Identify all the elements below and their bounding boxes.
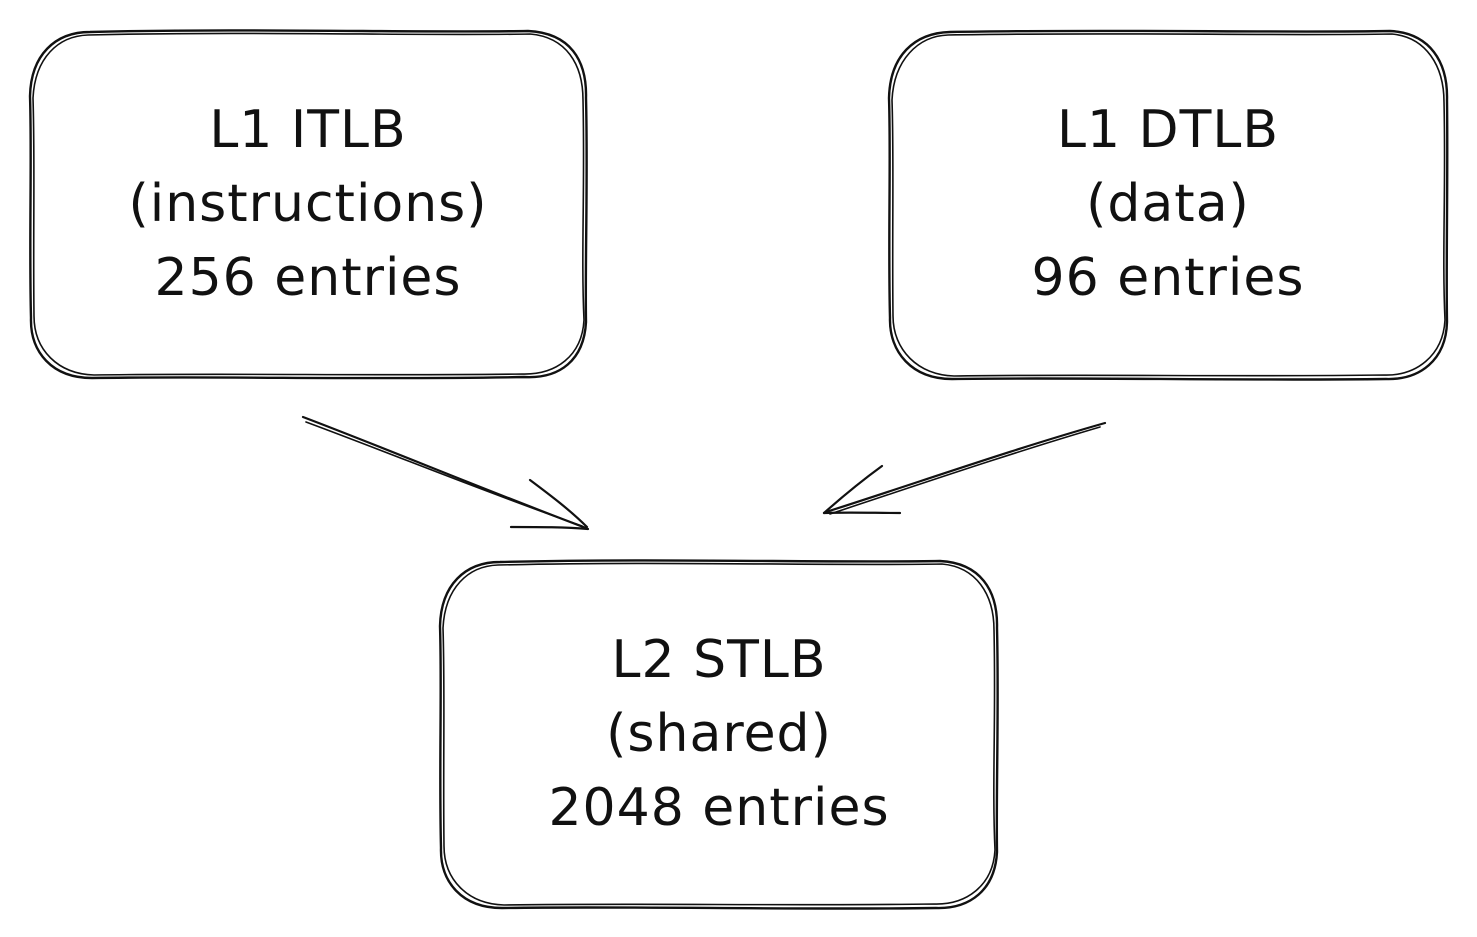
- l1-itlb-node: L1 ITLB (instructions) 256 entries: [30, 30, 586, 378]
- l2-stlb-entries: 2048 entries: [548, 778, 890, 838]
- arrow-dtlb-to-stlb: [822, 421, 1107, 515]
- l1-itlb-title: L1 ITLB: [209, 100, 407, 160]
- l1-itlb-entries: 256 entries: [154, 248, 462, 308]
- l2-stlb-node: L2 STLB (shared) 2048 entries: [440, 560, 998, 908]
- l1-itlb-box: [28, 29, 588, 380]
- l1-dtlb-entries: 96 entries: [1031, 248, 1305, 308]
- l2-stlb-subtitle: (shared): [606, 704, 832, 764]
- l1-dtlb-box: [887, 29, 1449, 381]
- l2-stlb-title: L2 STLB: [611, 630, 827, 690]
- l1-dtlb-node: L1 DTLB (data) 96 entries: [888, 30, 1448, 378]
- arrow-itlb-to-stlb: [301, 415, 590, 531]
- l2-stlb-box: [438, 559, 999, 910]
- l1-dtlb-subtitle: (data): [1086, 174, 1250, 234]
- l1-dtlb-title: L1 DTLB: [1056, 100, 1280, 160]
- l1-itlb-subtitle: (instructions): [128, 174, 488, 234]
